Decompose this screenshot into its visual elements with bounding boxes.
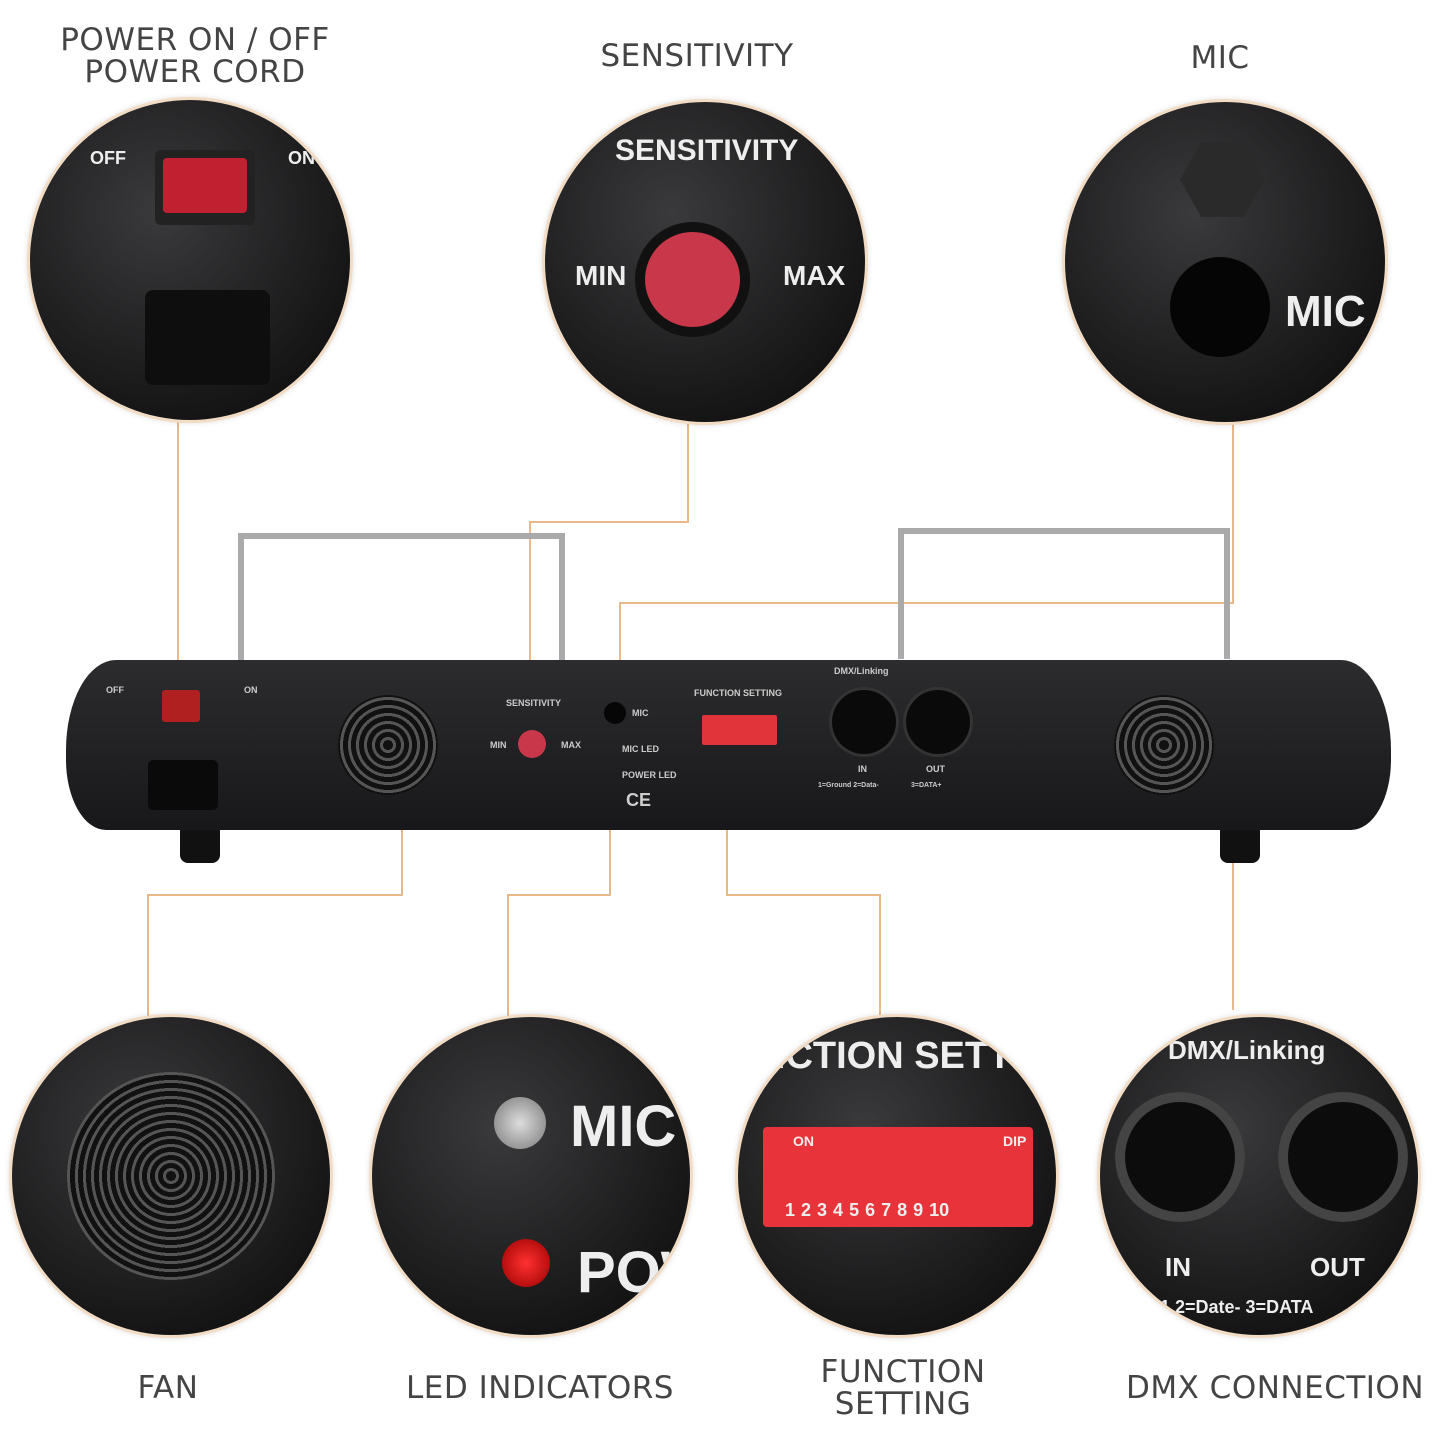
power-socket-icon	[145, 290, 270, 385]
label-led: LED INDICATORS	[406, 1370, 674, 1406]
dip-number: 4	[833, 1200, 844, 1220]
device-power-socket	[148, 760, 218, 810]
mic-text: MIC	[1285, 287, 1366, 336]
dip-number: 10	[929, 1200, 950, 1220]
closeup-sensitivity: SENSITIVITY MIN MAX	[545, 102, 865, 422]
fan-grill-icon	[67, 1072, 275, 1280]
device-pins-out: 3=DATA+	[911, 782, 942, 789]
device-mic-led-text: MIC LED	[622, 744, 659, 754]
dip-number: 2	[801, 1200, 812, 1220]
max-text: MAX	[783, 260, 846, 291]
min-text: MIN	[575, 260, 627, 291]
label-power-line2: POWER CORD	[84, 54, 306, 90]
device-dmx-in[interactable]	[832, 690, 896, 754]
closeup-led: MIC POW	[372, 1017, 690, 1335]
led-line	[507, 788, 611, 1020]
mic-line	[619, 420, 1234, 680]
closeup-dmx: DMX/Linking IN OUT 1 2=Date- 3=DATA	[1100, 1017, 1418, 1335]
device-back-panel: OFF ON SENSITIVITY MIN MAX MIC MIC LED P…	[66, 660, 1391, 830]
power-led-icon	[502, 1239, 550, 1287]
device-sensitivity-knob[interactable]	[518, 730, 546, 758]
sensitivity-knob-icon	[645, 232, 740, 327]
dmx-title: DMX/Linking	[1168, 1035, 1326, 1065]
dmx-out-connector-icon	[1278, 1092, 1408, 1222]
label-function-line2: SETTING	[834, 1386, 972, 1422]
led-power-text: POW	[577, 1240, 690, 1305]
sensitivity-line	[529, 420, 689, 770]
closeup-power: OFF ON	[30, 100, 350, 420]
power-switch-icon	[155, 150, 255, 225]
dip-number: 7	[881, 1200, 892, 1220]
device-dip-switch[interactable]	[702, 715, 777, 745]
dmx-in-text: IN	[1165, 1252, 1191, 1282]
label-function-line1: FUNCTION	[820, 1354, 986, 1390]
device-on-text: ON	[244, 685, 258, 695]
device-out-text: OUT	[926, 764, 945, 774]
device-max-text: MAX	[561, 740, 581, 750]
label-fan: FAN	[137, 1370, 199, 1406]
label-mic: MIC	[1190, 40, 1250, 76]
function-title: NCTION SETT	[758, 1035, 1012, 1077]
mic-hole-icon	[1170, 257, 1270, 357]
device-in-text: IN	[858, 764, 867, 774]
device-function-setting-text: FUNCTION SETTING	[694, 688, 782, 698]
hex-screw-icon	[1180, 142, 1265, 217]
dip-number: 8	[897, 1200, 908, 1220]
dip-number: 9	[913, 1200, 924, 1220]
dip-on-text: ON	[793, 1133, 814, 1149]
on-text: ON	[288, 148, 315, 168]
dip-number: 1	[785, 1200, 796, 1220]
device-dmx-text: DMX/Linking	[834, 666, 889, 676]
device-sensitivity-text: SENSITIVITY	[506, 698, 562, 708]
label-dmx: DMX CONNECTION	[1125, 1370, 1425, 1406]
dip-number: 6	[865, 1200, 876, 1220]
off-text: OFF	[90, 148, 126, 168]
device-mic-hole	[604, 702, 626, 724]
dip-number: 5	[849, 1200, 860, 1220]
closeup-fan	[12, 1017, 330, 1335]
label-power-line1: POWER ON / OFF	[60, 22, 330, 58]
led-mic-text: MIC	[570, 1094, 677, 1159]
bracket-right	[898, 528, 1230, 659]
device-dmx-out[interactable]	[906, 690, 970, 754]
sensitivity-title: SENSITIVITY	[615, 134, 799, 167]
device-mic-text: MIC	[632, 708, 649, 718]
fan-line	[147, 785, 403, 1020]
mic-led-icon	[494, 1097, 546, 1149]
foot	[180, 828, 220, 863]
device-power-led-text: POWER LED	[622, 770, 677, 780]
device-min-text: MIN	[490, 740, 507, 750]
dip-text: DIP	[1003, 1133, 1027, 1149]
label-sensitivity: SENSITIVITY	[600, 38, 794, 74]
foot	[1220, 828, 1260, 863]
device-pins-in: 1=Ground 2=Data-	[818, 782, 879, 789]
bracket-left	[238, 533, 565, 664]
device-off-text: OFF	[106, 685, 124, 695]
dmx-in-connector-icon	[1115, 1092, 1245, 1222]
ce-mark: CE	[626, 790, 652, 810]
fan-icon	[338, 695, 438, 795]
closeup-mic: MIC	[1065, 102, 1385, 422]
dmx-pins-text: 1 2=Date- 3=DATA	[1160, 1297, 1314, 1317]
device-power-switch[interactable]	[162, 690, 200, 722]
fan-icon	[1114, 695, 1214, 795]
dip-number: 3	[817, 1200, 828, 1220]
dmx-out-text: OUT	[1310, 1252, 1365, 1282]
